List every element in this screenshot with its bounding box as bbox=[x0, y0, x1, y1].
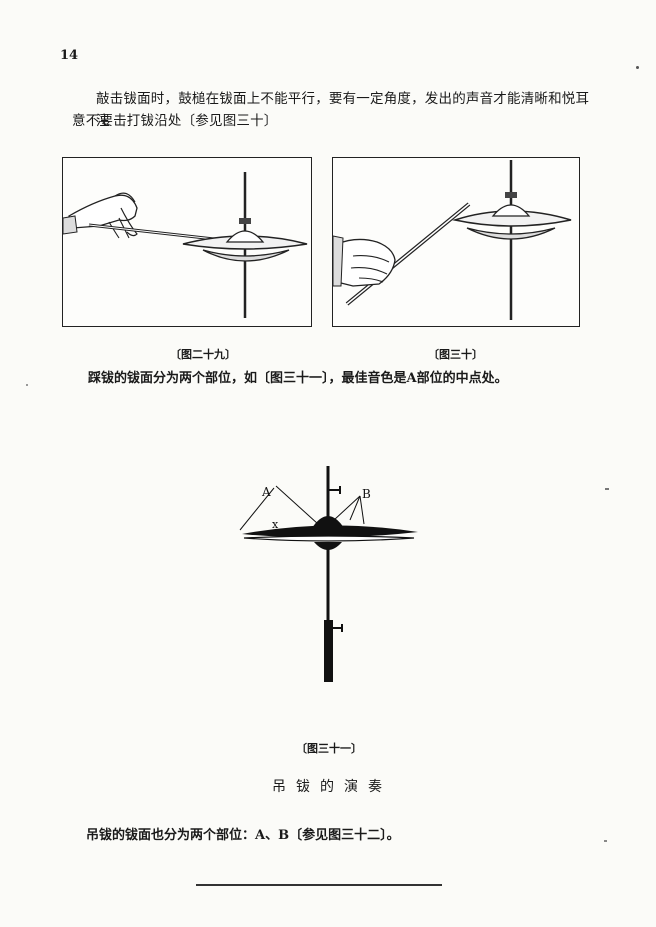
figure-31-caption: 〔图三十一〕 bbox=[296, 742, 362, 755]
figure-29-illustration bbox=[62, 157, 312, 327]
scan-speck bbox=[605, 488, 609, 490]
paragraph-striking-line1: 敲击钹面时，鼓槌在钹面上不能平行，要有一定角度，发出的声音才能清晰和悦耳 注 bbox=[96, 91, 590, 129]
figure-29-caption: 〔图二十九〕 bbox=[170, 348, 236, 361]
scan-speck bbox=[26, 384, 28, 386]
paragraph-striking-line2: 意不要击打钹沿处〔参见图三十〕 bbox=[72, 113, 278, 129]
section-title: 吊钹的演奏 bbox=[272, 779, 392, 795]
figure-31-drawing: A B x bbox=[239, 466, 418, 682]
figure-30-drawing bbox=[332, 160, 572, 320]
figure-29-drawing bbox=[62, 172, 308, 318]
label-a: A bbox=[261, 485, 271, 499]
figure-31-diagram: A B x bbox=[236, 462, 426, 684]
figure-30-caption: 〔图三十〕 bbox=[428, 348, 483, 361]
label-x: x bbox=[272, 518, 279, 531]
scan-speck bbox=[636, 66, 639, 69]
figure-30-illustration bbox=[332, 157, 580, 327]
scan-speck bbox=[604, 840, 607, 842]
footer-rule bbox=[196, 884, 442, 886]
page-number: 14 bbox=[60, 48, 79, 63]
paragraph-hihat-parts: 踩钹的钹面分为两个部位，如〔图三十一〕，最佳音色是A部位的中点处。 bbox=[88, 371, 508, 386]
paragraph-suspended-cymbal: 吊钹的钹面也分为两个部位：A、B〔参见图三十二〕。 bbox=[86, 828, 400, 843]
label-b: B bbox=[362, 487, 371, 501]
